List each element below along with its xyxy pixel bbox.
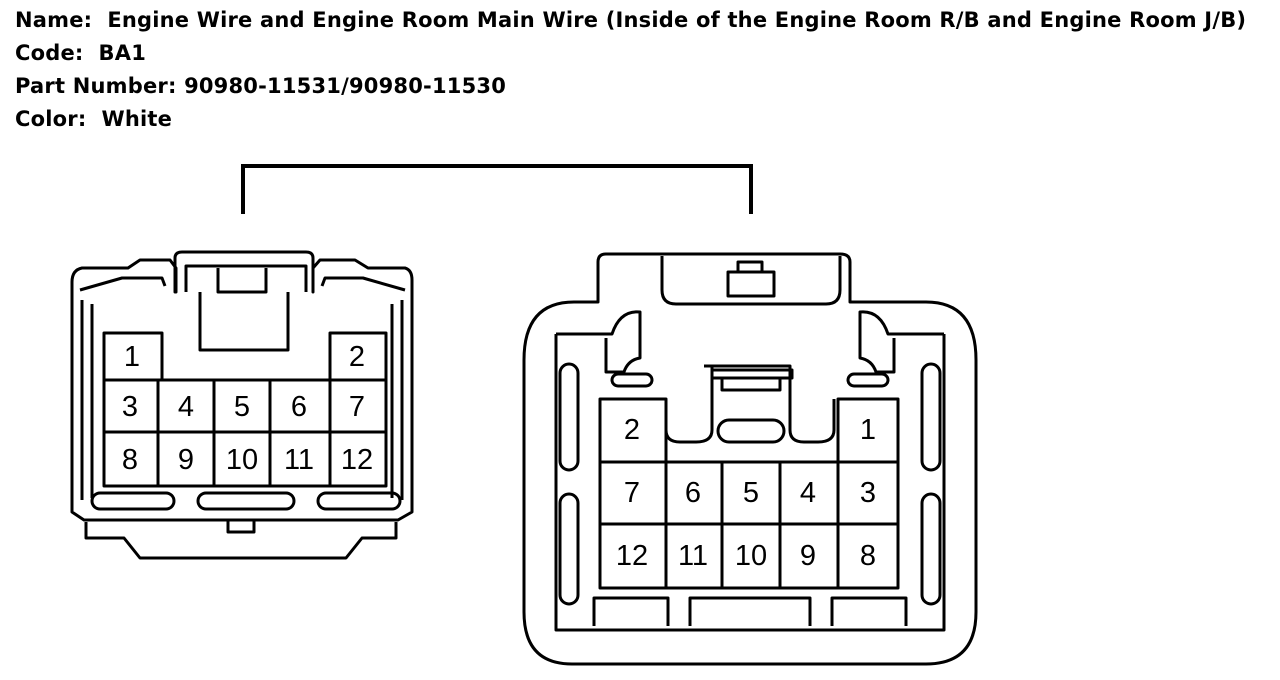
right-pin-9-label: 9 (800, 540, 816, 572)
connector-pair-bracket (241, 164, 753, 214)
right-pin-7-label: 7 (624, 477, 640, 509)
right-connector-inner-frame (554, 310, 946, 632)
part-number-value: 90980-11531/90980-11530 (184, 74, 507, 98)
left-pin-12-label: 12 (341, 444, 373, 476)
right-connector-pin-grid (598, 397, 900, 590)
right-connector-key-notch (664, 364, 836, 444)
color-row: Color: White (15, 109, 172, 130)
right-connector-side-slot (920, 362, 942, 472)
left-connector-skirt (84, 522, 398, 560)
right-pin-8-label: 8 (860, 540, 876, 572)
left-connector-key (226, 518, 256, 534)
left-connector-outer-shell (70, 250, 414, 522)
right-pin-10-label: 10 (735, 540, 767, 572)
left-pin-9-label: 9 (178, 444, 194, 476)
left-connector-inner-shoulders (79, 276, 406, 292)
right-connector-latch (660, 256, 842, 306)
left-pin-7-label: 7 (349, 391, 365, 423)
right-pin-5-label: 5 (743, 477, 759, 509)
left-pin-10-label: 10 (226, 444, 258, 476)
name-value: Engine Wire and Engine Room Main Wire (I… (107, 8, 1247, 32)
right-connector (522, 252, 978, 666)
right-pin-4-label: 4 (800, 477, 816, 509)
right-pin-11-label: 11 (678, 540, 708, 572)
right-connector-feet (592, 596, 908, 626)
right-pin-1-label: 1 (860, 414, 876, 446)
name-row: Name: Engine Wire and Engine Room Main W… (15, 10, 1246, 31)
left-pin-11-label: 11 (284, 444, 314, 476)
right-pin-3-label: 3 (860, 477, 876, 509)
code-value: BA1 (98, 41, 147, 65)
code-row: Code: BA1 (15, 43, 146, 64)
left-pin-2-label: 2 (349, 341, 365, 373)
left-pin-3-label: 3 (122, 391, 138, 423)
left-pin-8-label: 8 (122, 444, 138, 476)
right-connector-key-slot (716, 418, 786, 444)
right-pin-6-label: 6 (685, 477, 701, 509)
part-number-row: Part Number: 90980-11531/90980-11530 (15, 76, 506, 97)
left-connector-slot (196, 491, 296, 511)
left-connector-slot (316, 491, 402, 511)
color-value: White (101, 107, 173, 131)
left-pin-4-label: 4 (178, 391, 194, 423)
name-label: Name: (15, 8, 93, 32)
right-connector-slot (846, 372, 890, 388)
color-label: Color: (15, 107, 87, 131)
code-label: Code: (15, 41, 84, 65)
right-connector-side-slot (920, 492, 942, 606)
right-connector-side-slot (558, 362, 580, 472)
left-pin-6-label: 6 (291, 391, 307, 423)
left-connector (70, 250, 414, 560)
left-pin-1-label: 1 (124, 341, 140, 373)
part-number-label: Part Number: (15, 74, 177, 98)
right-connector-slot (610, 372, 654, 388)
right-connector-side-slot (558, 492, 580, 606)
left-pin-5-label: 5 (234, 391, 250, 423)
left-connector-latch (184, 264, 308, 352)
right-connector-outer-shell (522, 252, 978, 666)
right-connector-pin-labels: 2 1 7 6 5 4 3 12 11 10 9 8 (616, 414, 876, 572)
left-connector-pin-grid (102, 331, 388, 488)
right-pin-12-label: 12 (616, 540, 648, 572)
left-connector-side-ribs (80, 300, 404, 500)
right-pin-2-label: 2 (624, 414, 640, 446)
left-connector-slot (90, 491, 176, 511)
